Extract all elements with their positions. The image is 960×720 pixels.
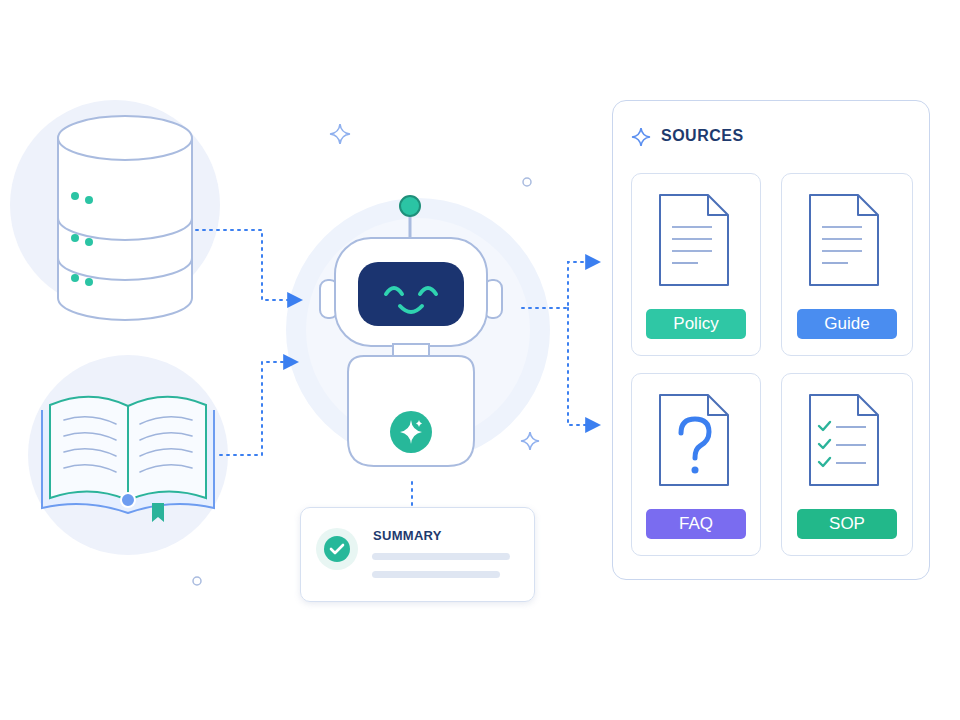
robot-halo — [286, 198, 550, 462]
text-placeholder — [372, 553, 510, 560]
source-card: SOP — [781, 373, 913, 556]
source-tag: FAQ — [646, 509, 746, 539]
sources-panel: SOURCES Policy GuideFAQ SOP — [612, 100, 930, 580]
text-placeholder — [372, 571, 500, 578]
panel-heading: SOURCES — [661, 127, 744, 145]
source-card: Guide — [781, 173, 913, 356]
sparkle — [330, 124, 539, 450]
sparkle-icon — [632, 128, 650, 146]
source-tag: SOP — [797, 509, 897, 539]
database-icon — [58, 116, 192, 320]
source-card: Policy — [631, 173, 761, 356]
source-tag: Policy — [646, 309, 746, 339]
check-icon — [316, 528, 358, 570]
flow-line — [196, 230, 598, 505]
book-icon — [42, 397, 214, 522]
summary-card: SUMMARY — [300, 507, 535, 602]
dot — [523, 178, 531, 186]
source-tag: Guide — [797, 309, 897, 339]
source-card: FAQ — [631, 373, 761, 556]
document-icon — [660, 195, 878, 485]
dot — [193, 577, 201, 585]
robot-icon — [320, 196, 502, 466]
summary-heading: SUMMARY — [373, 528, 442, 543]
halo — [28, 355, 228, 555]
